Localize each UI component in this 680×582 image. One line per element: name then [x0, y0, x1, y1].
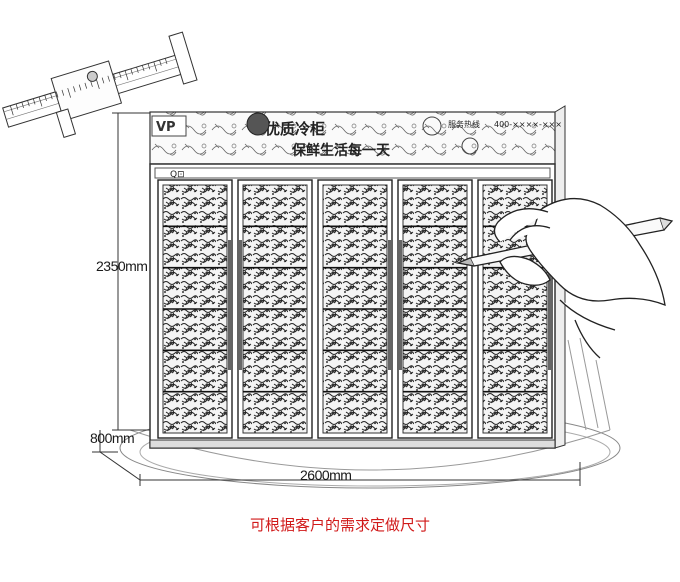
caliper-icon	[2, 31, 198, 138]
sign-slogan-line1: 优质冷柜	[265, 120, 325, 138]
sign-decoration-icon	[246, 112, 270, 136]
caliper-tick	[78, 84, 82, 91]
cooler-cabinet: VP Q⊡	[149, 105, 566, 449]
custom-size-caption: 可根据客户的需求定做尺寸	[249, 516, 430, 534]
caliper-tick	[107, 75, 110, 82]
sign-text-group: 优质冷柜 保鲜生活每一天 服务热线 400-××××-×××	[246, 112, 562, 159]
caliper-tick	[38, 96, 43, 107]
sign-phone-number: 400-××××-×××	[494, 120, 562, 129]
brand-logo-icon	[151, 115, 187, 137]
caliper-ticks	[10, 58, 168, 116]
width-dimension-label: 2600mm	[300, 467, 352, 483]
door-handle	[239, 240, 242, 370]
caliper-tick	[61, 89, 65, 96]
caliper-tick	[10, 105, 14, 116]
sign-fruit-icon	[461, 137, 479, 155]
door-handle	[399, 240, 402, 370]
caliper-tick	[153, 61, 158, 72]
hand-pencil-icon	[455, 197, 674, 359]
caliper-tick	[55, 91, 59, 98]
caliper-tick	[90, 80, 93, 87]
caliper-tick	[147, 63, 151, 70]
caliper-tick	[124, 70, 129, 81]
ruler-sketch	[567, 337, 611, 431]
door-handle	[228, 240, 231, 370]
sign-fruit-icon	[422, 116, 442, 136]
sign-slogan-line2: 保鲜生活每一天	[291, 142, 391, 159]
cooler-doors	[157, 179, 553, 439]
caliper-tick	[130, 68, 133, 75]
caliper-tick	[15, 103, 19, 110]
caliper-tick	[32, 98, 36, 105]
dimension-lines	[92, 112, 581, 486]
door-handle	[388, 240, 391, 370]
brand-logo-mark: VP	[156, 120, 176, 135]
depth-dimension-label: 800mm	[90, 430, 135, 446]
caliper-tick	[96, 79, 100, 90]
caliper-tick	[119, 72, 122, 79]
caliper-tick	[21, 102, 24, 108]
door-handle	[548, 240, 551, 370]
caliper-tick	[67, 88, 71, 98]
caliper-tick	[113, 73, 116, 80]
caliper-tick	[73, 86, 76, 93]
caliper-tick	[136, 66, 139, 73]
header-sign	[149, 111, 556, 165]
caliper-tick	[164, 58, 168, 65]
caliper-tick	[50, 93, 53, 100]
height-dimension-label: 2350mm	[96, 258, 148, 274]
caliper-tick	[141, 65, 145, 72]
caliper-tick	[159, 59, 162, 66]
sign-phone-label: 服务热线	[448, 119, 480, 129]
caliper-tick	[101, 77, 105, 84]
caliper-tick	[27, 100, 30, 107]
caliper-tick	[84, 82, 88, 89]
caliper-tick	[44, 95, 47, 101]
svg-text:Q⊡: Q⊡	[170, 170, 185, 180]
